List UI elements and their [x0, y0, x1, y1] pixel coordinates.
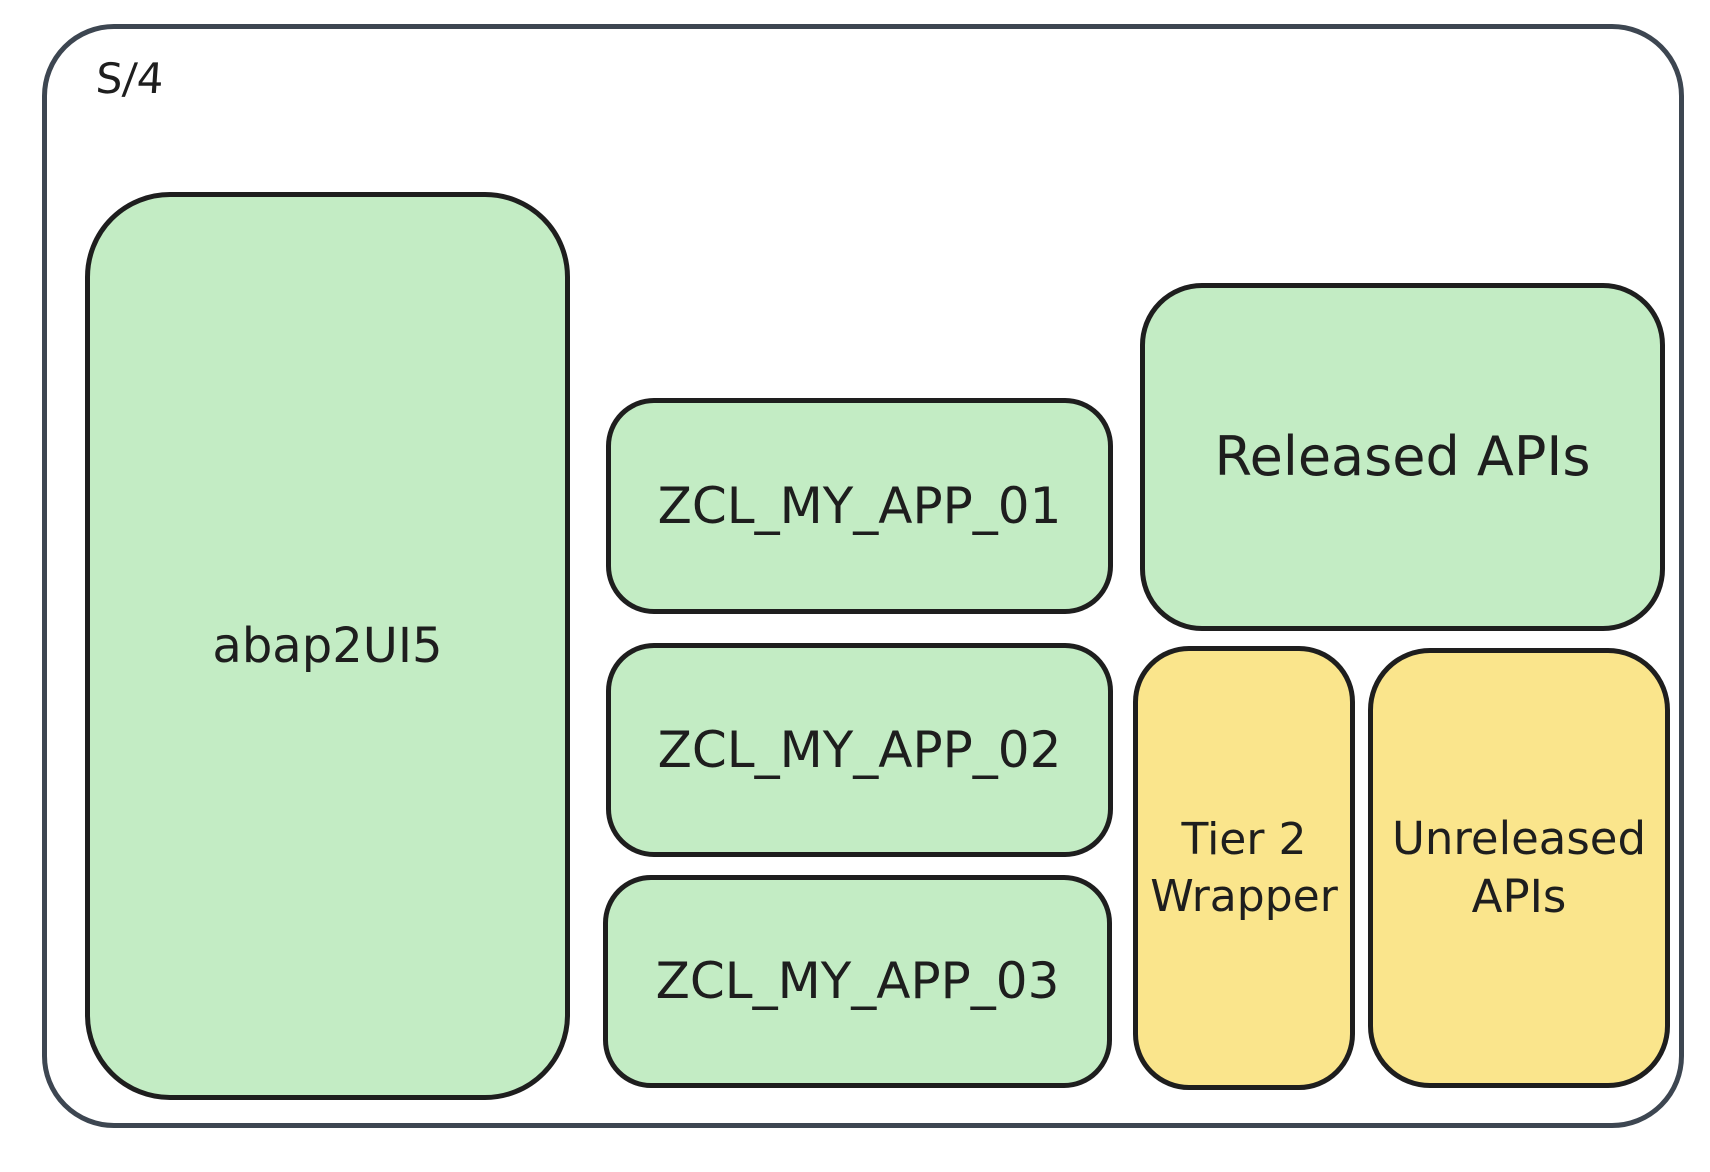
node-unreleased-apis: Unreleased APIs — [1368, 648, 1670, 1088]
node-zcl-my-app-01: ZCL_MY_APP_01 — [606, 398, 1113, 614]
node-released-apis-label: Released APIs — [1214, 424, 1591, 488]
node-zcl-my-app-03-label: ZCL_MY_APP_03 — [655, 952, 1060, 1010]
s4-system-box — [42, 24, 1684, 1128]
s4-system-label: S/4 — [94, 54, 166, 103]
node-zcl-my-app-01-label: ZCL_MY_APP_01 — [657, 476, 1062, 535]
node-zcl-my-app-03: ZCL_MY_APP_03 — [603, 875, 1112, 1088]
node-abap2ui5-label: abap2UI5 — [212, 617, 443, 674]
node-zcl-my-app-02: ZCL_MY_APP_02 — [606, 643, 1113, 857]
node-tier2-wrapper: Tier 2 Wrapper — [1133, 646, 1355, 1090]
node-unreleased-apis-label: Unreleased APIs — [1391, 811, 1647, 924]
node-abap2ui5: abap2UI5 — [85, 192, 570, 1100]
node-released-apis: Released APIs — [1140, 283, 1665, 631]
node-tier2-wrapper-label: Tier 2 Wrapper — [1150, 813, 1338, 922]
node-zcl-my-app-02-label: ZCL_MY_APP_02 — [657, 720, 1062, 779]
